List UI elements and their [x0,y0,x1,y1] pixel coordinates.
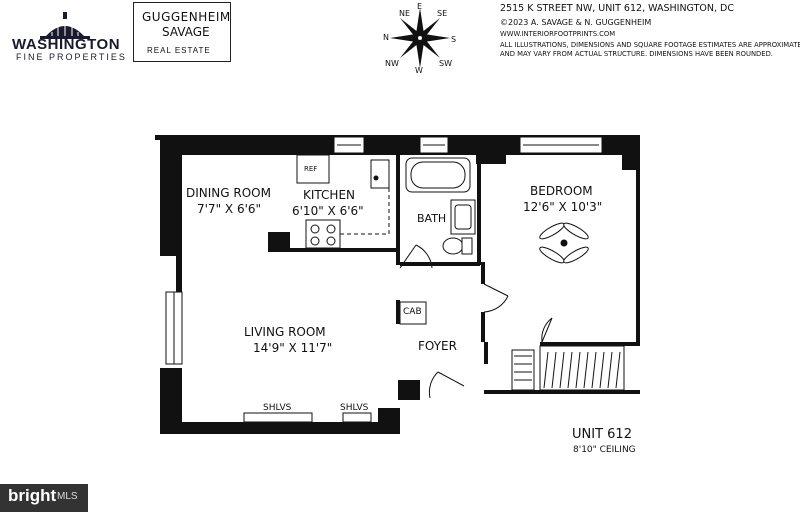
room-dim-kitchen: 6'10" X 6'6" [292,204,364,218]
wall-bath-pier [476,148,506,164]
shelves-bottom-left [243,412,313,423]
label-refrigerator: REF [304,165,318,173]
bright-mls-brand: bright [8,486,57,505]
wall-cab-top [396,300,400,324]
toilet [442,237,464,255]
guggenheim-logo-frame [133,2,231,62]
listing-address: 2515 K STREET NW, UNIT 612, WASHINGTON, … [500,3,734,14]
wall-bedroom-right [622,135,640,170]
compass-label-s: S [451,35,456,44]
wall-bath-bottom [400,262,480,266]
kitchen-sink [370,159,390,189]
wall-left-lower [160,368,182,434]
wall-closet-left [484,342,488,364]
room-name-foyer: FOYER [418,339,457,353]
door-bath [399,244,433,269]
wall-closet-bottom [484,390,640,394]
door-closet [541,317,553,343]
disclaimer-line2: AND MAY VARY FROM ACTUAL STRUCTURE. DIME… [500,50,773,58]
room-name-kitchen: KITCHEN [303,188,355,202]
wall-bottom-pier [378,408,400,434]
wall-bath-right [477,155,481,265]
wall-kitchen-bottom [268,232,290,252]
refrigerator [296,154,330,184]
wall-bedroom-left-lower [481,312,485,342]
wall-bedroom-left [481,262,485,284]
bright-mls-suffix: MLS [57,491,78,502]
room-name-living: LIVING ROOM [244,325,326,339]
stove [305,219,341,249]
wall-kitchen-divider [290,248,400,252]
room-dim-living: 14'9" X 11'7" [253,341,333,355]
copyright-notice: ©2023 A. SAVAGE & N. GUGGENHEIM [500,18,652,27]
door-bedroom [483,283,509,313]
wall-left-upper [160,214,182,256]
room-dim-bedroom: 12'6" X 10'3" [523,200,603,214]
ceiling-fan-icon [539,222,589,264]
compass-label-ne: NE [399,9,410,18]
wall-left-middle [176,256,182,296]
label-shelves-right: SHLVS [340,403,369,413]
room-dim-dining: 7'7" X 6'6" [197,202,262,216]
washington-logo-subtitle: FINE PROPERTIES [16,52,127,62]
room-name-dining: DINING ROOM [186,186,271,200]
guggenheim-logo-line2: SAVAGE [162,25,210,39]
wall-bedroom-bottom [540,342,640,346]
compass-label-nw: NW [385,59,399,68]
compass-label-e: E [417,2,422,11]
door-entry [428,371,465,399]
wall-bottom [160,422,378,434]
wall-corner-pier [398,380,420,400]
wall-bedroom-right-lower [636,170,640,345]
compass-rose-icon: E NE SE N S NW SW W [383,2,456,74]
bright-mls-watermark [0,484,88,512]
compass-label-w: W [415,66,423,74]
website-url: WWW.INTERIORFOOTPRINTS.COM [500,30,616,38]
room-name-bedroom: BEDROOM [530,184,593,198]
room-name-bath: BATH [417,212,447,225]
closet-shelves [511,349,535,391]
ceiling-height: 8'10" CEILING [573,445,636,455]
shelves-bottom-right [342,412,372,423]
unit-number: UNIT 612 [572,427,632,442]
cabinet [399,301,427,325]
label-cabinet: CAB [403,307,422,317]
compass-label-sw: SW [439,59,452,68]
wall-bath-left [396,155,400,265]
guggenheim-logo-line3: REAL ESTATE [147,46,211,55]
compass-label-se: SE [437,9,447,18]
disclaimer-line1: ALL ILLUSTRATIONS, DIMENSIONS AND SQUARE… [500,41,800,49]
guggenheim-logo-line1: GUGGENHEIM [142,10,231,24]
washington-logo-name: WASHINGTON [12,36,121,53]
washington-dome-logo [40,12,90,39]
compass-label-n: N [383,33,389,42]
label-shelves-left: SHLVS [263,403,292,413]
